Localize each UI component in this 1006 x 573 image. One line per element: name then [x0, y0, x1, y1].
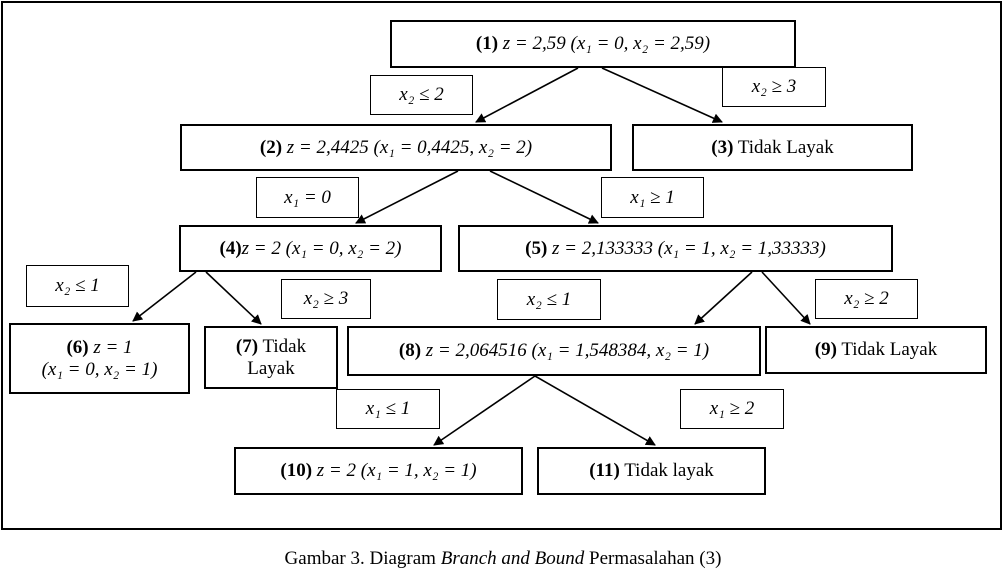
edge-n5-n9	[761, 271, 811, 325]
node-10: (10) z = 2 (x₁ = 1, x₂ = 1)	[234, 447, 523, 495]
edge-label-x1-eq-0: x₁ = 0	[256, 177, 359, 218]
edge-label-x2-ge-3: x₂ ≥ 3	[722, 67, 826, 107]
figure-caption: Gambar 3. Diagram Branch and Bound Perma…	[0, 548, 1006, 570]
node-number: (9)	[814, 339, 837, 361]
node-text: Tidak layak	[619, 460, 714, 482]
node-2: (2) z = 2,4425 (x₁ = 0,4425, x₂ = 2)	[180, 124, 612, 171]
node-text: Tidak Layak	[733, 136, 834, 158]
node-7: (7) Tidak Layak	[204, 326, 338, 389]
node-3: (3) Tidak Layak	[632, 124, 913, 171]
node-number: (1)	[475, 33, 499, 55]
node-text: z = 2,59 (x₁ = 0, x₂ = 2,59)	[498, 33, 711, 55]
node-number: (2)	[259, 136, 283, 158]
node-number: (3)	[711, 136, 734, 158]
edge-label-x2-ge-2: x₂ ≥ 2	[815, 279, 918, 319]
node-number: (6)	[66, 336, 89, 358]
edge-n8-n11	[534, 375, 656, 446]
edge-n1-n2	[475, 67, 579, 123]
node-text: Tidak	[258, 335, 307, 357]
edge-n2-n5	[489, 170, 599, 224]
edge-label-x2-le-1-right: x₂ ≤ 1	[497, 279, 601, 320]
node-text: z = 2,133333 (x₁ = 1, x₂ = 1,33333)	[547, 237, 826, 259]
node-8: (8) z = 2,064516 (x₁ = 1,548384, x₂ = 1)	[347, 326, 761, 376]
node-text: z = 2,064516 (x₁ = 1,548384, x₂ = 1)	[421, 340, 710, 362]
node-text: z = 1	[88, 336, 133, 358]
edge-n1-n3	[601, 67, 723, 123]
edge-n4-n7	[205, 271, 262, 325]
node-4: (4)z = 2 (x₁ = 0, x₂ = 2)	[179, 225, 442, 272]
edge-label-x2-le-2: x₂ ≤ 2	[370, 75, 473, 115]
node-text: z = 2 (x₁ = 0, x₂ = 2)	[241, 237, 402, 259]
edge-n2-n4	[355, 170, 459, 224]
node-text-line2: (x₁ = 0, x₂ = 1)	[41, 358, 158, 380]
edge-n8-n10	[433, 375, 536, 446]
node-11: (11) Tidak layak	[537, 447, 766, 495]
caption-italic: Branch and Bound	[440, 548, 585, 569]
node-5: (5) z = 2,133333 (x₁ = 1, x₂ = 1,33333)	[458, 225, 893, 272]
edge-label-x1-ge-2: x₁ ≥ 2	[680, 389, 784, 429]
edge-label-x1-le-1: x₁ ≤ 1	[336, 389, 440, 429]
node-6: (6) z = 1 (x₁ = 0, x₂ = 1)	[9, 323, 190, 394]
caption-prefix: Gambar 3. Diagram	[284, 548, 441, 569]
node-text: z = 2,4425 (x₁ = 0,4425, x₂ = 2)	[282, 136, 533, 158]
node-text: Tidak Layak	[836, 339, 938, 361]
node-text-line2: Layak	[247, 357, 295, 379]
node-number: (10)	[280, 460, 313, 482]
node-number: (8)	[398, 340, 422, 362]
edge-label-x1-ge-1: x₁ ≥ 1	[601, 177, 704, 218]
node-9: (9) Tidak Layak	[765, 326, 987, 374]
node-1: (1) z = 2,59 (x₁ = 0, x₂ = 2,59)	[390, 20, 796, 68]
edge-n5-n8	[694, 271, 753, 325]
edge-label-x2-ge-3-lower: x₂ ≥ 3	[281, 279, 371, 319]
node-number: (11)	[589, 460, 620, 482]
node-number: (7)	[235, 335, 259, 357]
diagram-frame	[1, 1, 1002, 530]
edge-label-x2-le-1-left: x₂ ≤ 1	[26, 265, 129, 307]
node-number: (4)	[219, 237, 242, 259]
node-text: z = 2 (x₁ = 1, x₂ = 1)	[312, 460, 477, 482]
edge-n4-n6	[132, 271, 197, 322]
caption-suffix: Permasalahan (3)	[584, 548, 722, 569]
node-number: (5)	[525, 237, 548, 259]
